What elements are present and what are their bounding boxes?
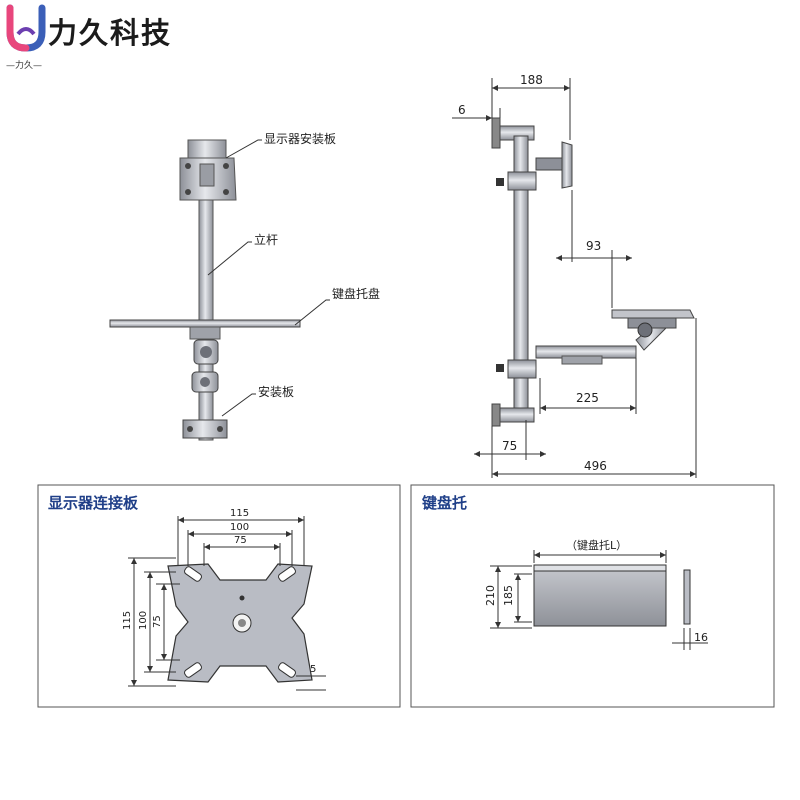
keyboard-panel-title: 键盘托 <box>422 494 468 512</box>
side-view: 188 6 93 225 75 496 <box>452 73 697 478</box>
label-mount-plate: 安装板 <box>258 384 294 399</box>
label-keyboard-tray: 键盘托盘 <box>332 286 380 301</box>
front-view: 显示器安装板 立杆 键盘托盘 安装板 <box>109 131 380 441</box>
dim-w75: 75 <box>234 535 247 546</box>
monitor-panel-title: 显示器连接板 <box>48 494 139 512</box>
dim-h75: 75 <box>152 615 163 628</box>
dim-6: 6 <box>458 103 466 117</box>
dim-slot: 5 <box>310 664 316 675</box>
tray-label: （键盘托L） <box>566 538 627 552</box>
label-monitor-plate: 显示器安装板 <box>264 131 336 146</box>
dim-w100: 100 <box>230 522 249 533</box>
keyboard-tray-shape <box>109 319 301 340</box>
dim-w115: 115 <box>230 508 249 519</box>
dim-188: 188 <box>520 73 543 87</box>
dim-h100: 100 <box>138 611 149 630</box>
mount-plate-shape <box>182 419 228 439</box>
dim-h185: 185 <box>502 585 515 606</box>
brand-sub: —力久— <box>6 61 43 71</box>
brand-name: 力久科技 <box>48 16 173 50</box>
monitor-plate-shape <box>179 139 237 201</box>
keyboard-panel: （键盘托L） 210 185 16 <box>410 484 775 708</box>
dim-93: 93 <box>586 239 601 253</box>
monitor-panel: 115 100 75 115 100 75 5 <box>37 484 401 708</box>
dim-225: 225 <box>576 391 599 405</box>
label-pole: 立杆 <box>254 232 278 247</box>
joint-shape <box>191 339 219 393</box>
dim-thickness: 16 <box>694 631 708 644</box>
brand-logo-icon <box>6 4 46 52</box>
dim-496: 496 <box>584 459 607 473</box>
dim-h210: 210 <box>484 585 497 606</box>
dim-75: 75 <box>502 439 517 453</box>
dim-h115: 115 <box>122 611 133 630</box>
